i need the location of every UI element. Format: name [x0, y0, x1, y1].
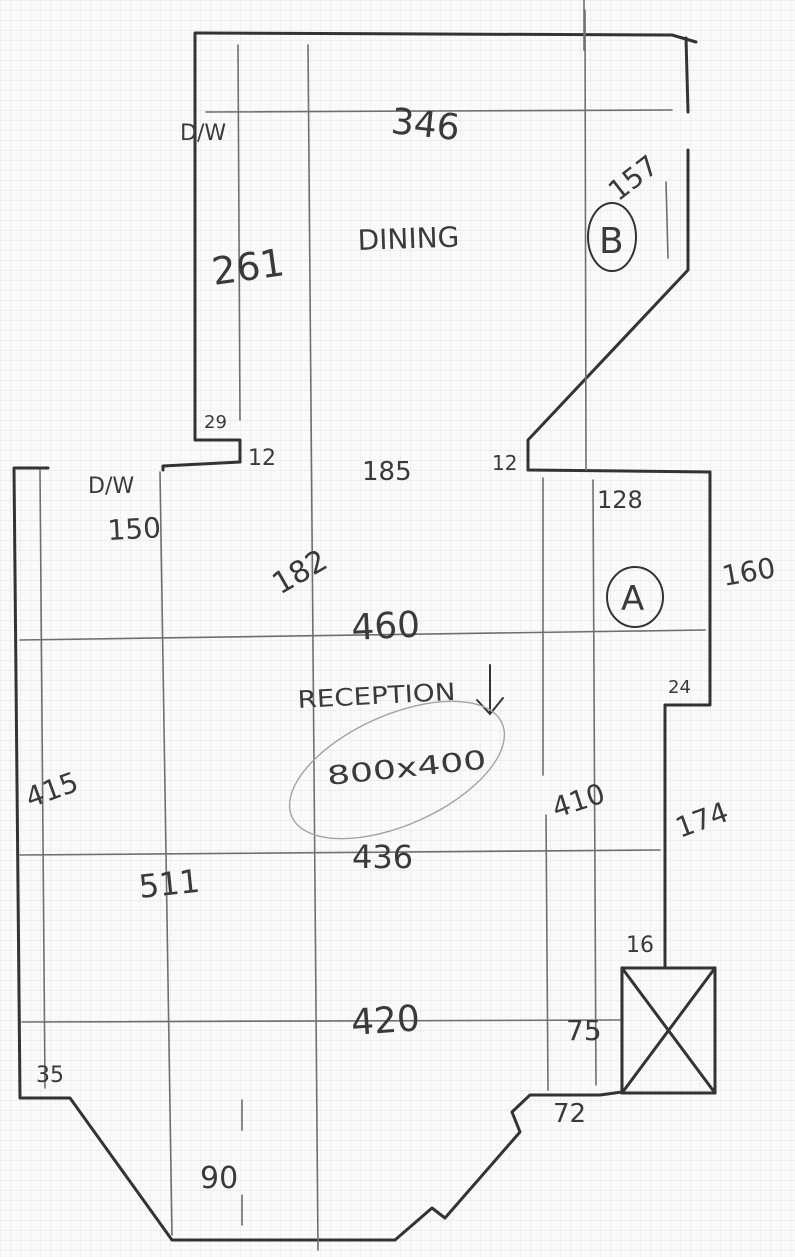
dim-24: 24: [668, 677, 691, 698]
bay-bottom-wall: [393, 1090, 624, 1242]
dim-12-right: 12: [492, 451, 517, 475]
upper-divide-wall: [526, 468, 712, 474]
dim-420: 420: [350, 998, 421, 1044]
guide-lines: [19, 0, 706, 1251]
bay-b-wall: [526, 148, 690, 472]
marker-b-label: B: [599, 221, 624, 262]
marker-a-label: A: [621, 579, 644, 619]
dim-35: 35: [36, 1063, 64, 1088]
dim-150: 150: [107, 511, 162, 547]
dim-12-left: 12: [248, 446, 276, 471]
dim-16: 16: [626, 933, 654, 958]
dw-top-label: D/W: [180, 121, 226, 146]
dim-185: 185: [362, 457, 412, 487]
reception-arrow: [476, 664, 504, 716]
left-step-wall: [161, 460, 242, 472]
dw-left-label: D/W: [88, 474, 134, 499]
right-alcove-wall: [663, 470, 712, 970]
chimney-cross-2: [620, 966, 717, 1095]
dim-128: 128: [597, 486, 643, 514]
dim-261: 261: [209, 240, 287, 294]
marker-b-circle: [587, 202, 637, 272]
dining-right-wall: [684, 36, 690, 114]
dim-90: 90: [200, 1161, 238, 1196]
walls: [12, 31, 717, 1242]
dining-label: DINING: [357, 220, 460, 257]
outer-left-wall: [12, 466, 397, 1242]
labels: DINING RECEPTION A B D/W D/W 800x400 346…: [21, 101, 778, 1196]
chimney-box: [620, 966, 717, 1095]
marker-a-circle: [606, 566, 664, 628]
dim-436: 436: [352, 838, 413, 876]
dim-460: 460: [350, 604, 421, 649]
dim-29: 29: [204, 412, 227, 433]
dining-outer-wall: [194, 31, 698, 44]
dim-75: 75: [566, 1014, 602, 1047]
dining-left-wall: [193, 31, 242, 464]
dim-511: 511: [137, 862, 202, 906]
dim-72: 72: [553, 1099, 586, 1129]
reception-size-ellipse: [288, 700, 506, 840]
dim-346: 346: [389, 101, 462, 149]
